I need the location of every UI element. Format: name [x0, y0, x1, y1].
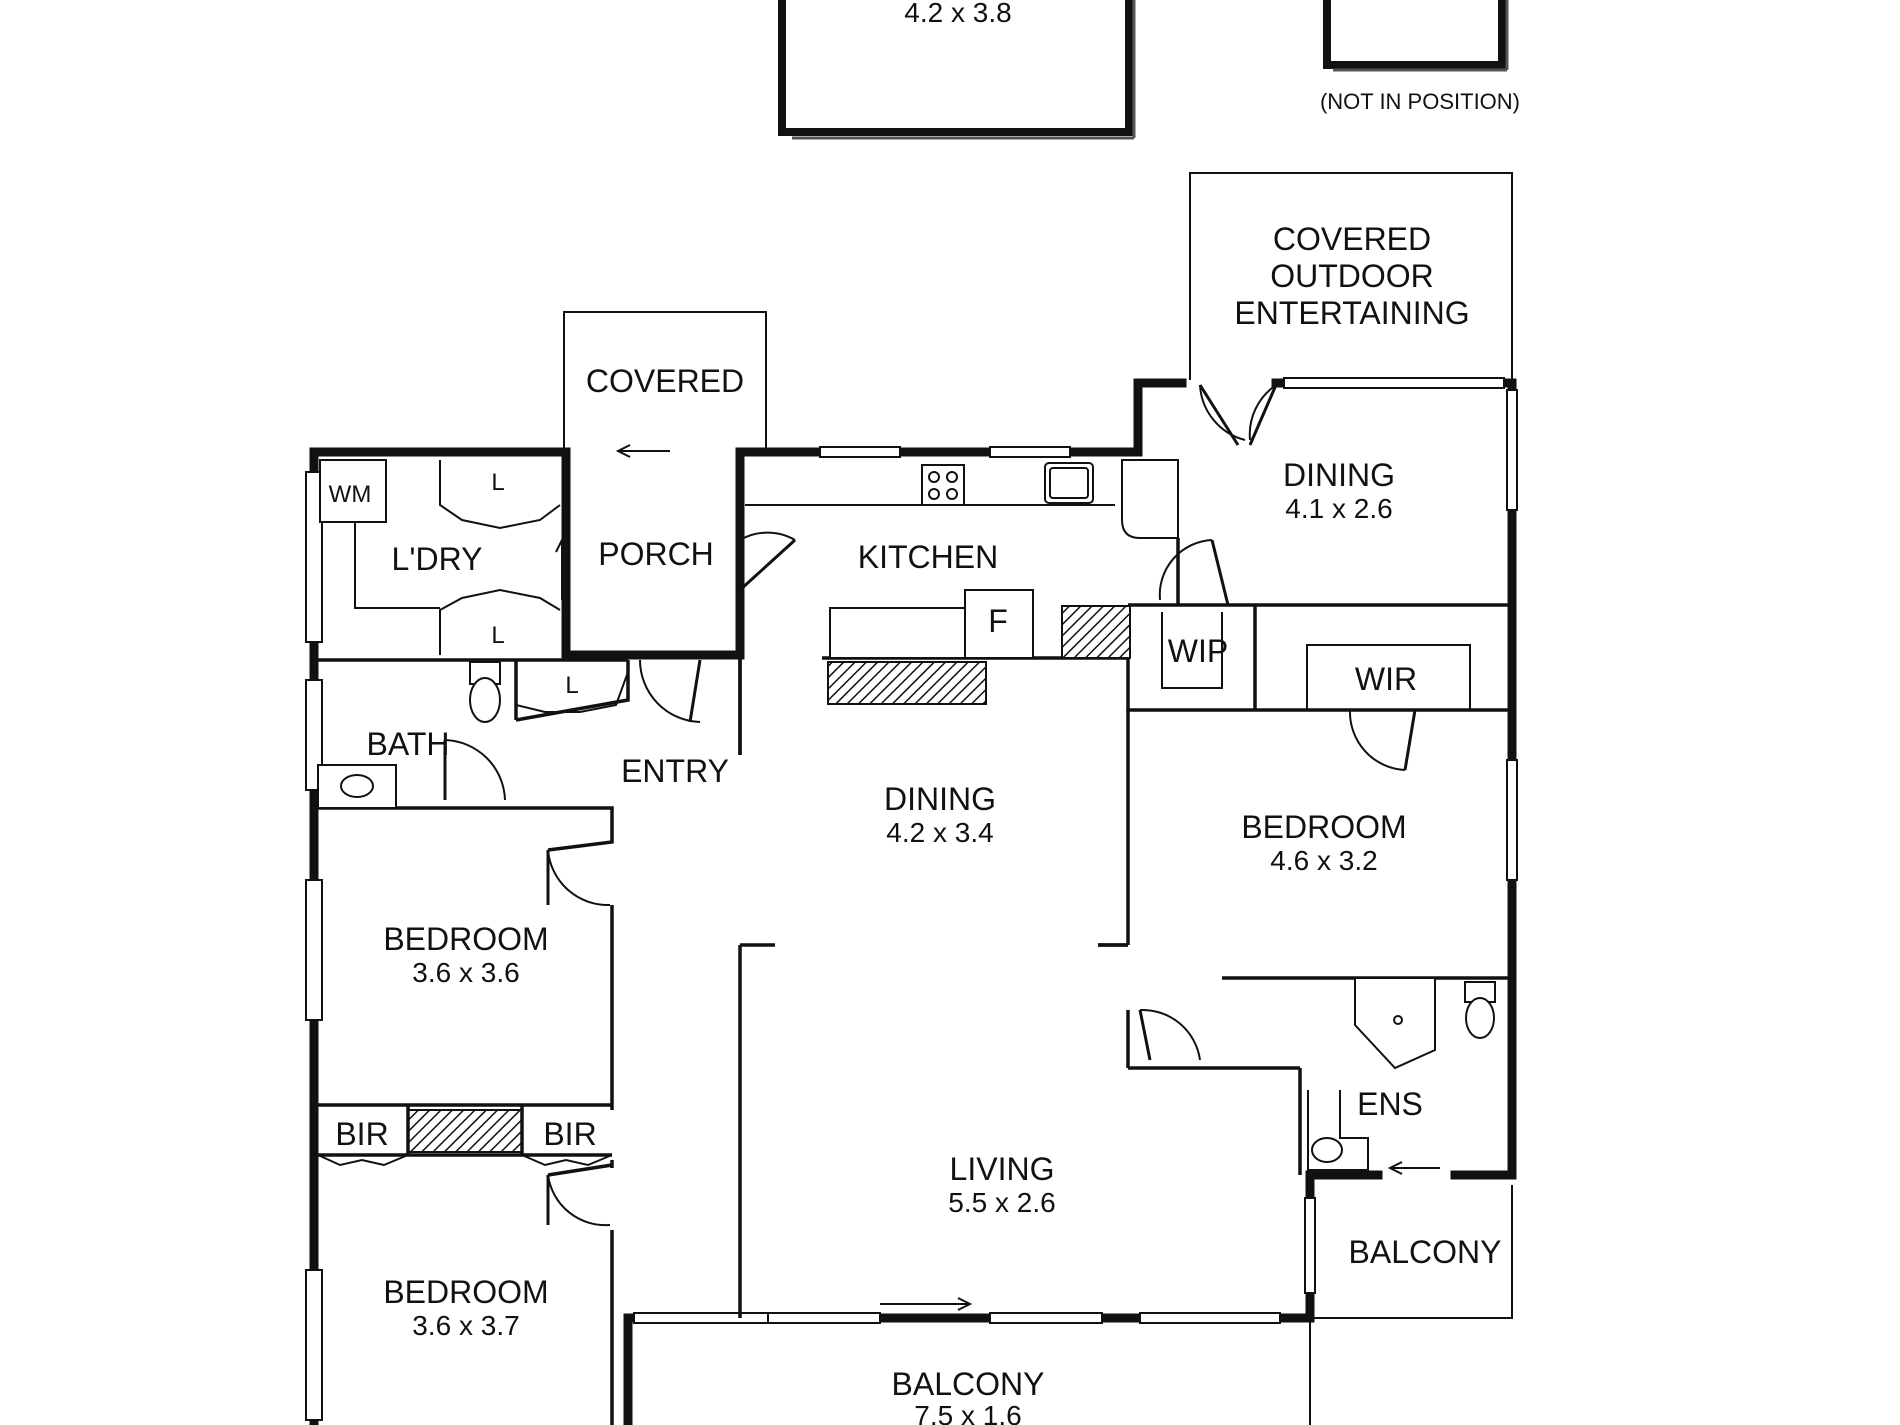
- kitchen-island: [829, 607, 966, 659]
- windows: [305, 377, 1518, 1421]
- covered-label: COVERED: [586, 363, 744, 399]
- laundry-label: L'DRY: [392, 541, 483, 577]
- bath-label: BATH: [367, 726, 450, 762]
- balcony-small-label: BALCONY: [1349, 1234, 1502, 1270]
- entry-label: ENTRY: [621, 753, 729, 789]
- linen-label-top: L: [491, 469, 504, 496]
- bedroom-master-dims: 4.6 x 3.2: [1270, 845, 1377, 876]
- covered-outdoor-label-1: COVERED: [1273, 221, 1431, 257]
- linen-label-bottom: L: [491, 622, 504, 649]
- wip-label: WIP: [1168, 633, 1228, 669]
- bir-label-left: BIR: [335, 1116, 388, 1152]
- bedroom-2-name: BEDROOM: [383, 921, 548, 957]
- not-in-position-note: (NOT IN POSITION): [1320, 89, 1520, 114]
- bir-fixtures: [317, 1105, 613, 1167]
- balcony-main-name: BALCONY: [892, 1366, 1045, 1402]
- covered-porch-roof: [563, 311, 767, 458]
- linen-label-bath: L: [565, 672, 578, 699]
- kitchen-fixtures: [827, 459, 1179, 705]
- balcony-main-dims: 7.5 x 1.6: [914, 1400, 1021, 1425]
- bedroom-3-dims: 3.6 x 3.7: [412, 1310, 519, 1341]
- ensuite-fixtures: [1307, 977, 1496, 1171]
- cooktop: [921, 464, 965, 506]
- dining-rear-dims: 4.1 x 2.6: [1285, 493, 1392, 524]
- porch-label: PORCH: [598, 536, 714, 572]
- fridge: [964, 589, 1034, 659]
- covered-outdoor-label-2: OUTDOOR: [1270, 258, 1434, 294]
- room-labels: 4.2 x 3.8 (NOT IN POSITION) COVERED OUTD…: [329, 0, 1520, 1425]
- shed-structure: [1323, 0, 1509, 72]
- living-dims: 5.5 x 2.6: [948, 1187, 1055, 1218]
- bir-label-right: BIR: [543, 1116, 596, 1152]
- wir-label: WIR: [1355, 661, 1417, 697]
- laundry-fixtures: [319, 459, 629, 713]
- ensuite-label: ENS: [1357, 1086, 1423, 1122]
- wip-wir-fixtures: [1161, 612, 1471, 710]
- bath-fixtures: [317, 661, 501, 809]
- bedroom-master-name: BEDROOM: [1241, 809, 1406, 845]
- living-name: LIVING: [950, 1151, 1055, 1187]
- covered-outdoor-area: [1189, 172, 1513, 380]
- kitchen-label: KITCHEN: [858, 539, 998, 575]
- bedroom-2-dims: 3.6 x 3.6: [412, 957, 519, 988]
- dining-rear-name: DINING: [1283, 457, 1395, 493]
- fridge-label: F: [988, 603, 1008, 639]
- doors: [443, 384, 1417, 1227]
- dining-main-dims: 4.2 x 3.4: [886, 817, 993, 848]
- bedroom-3-name: BEDROOM: [383, 1274, 548, 1310]
- garage-structure: [778, 0, 1136, 140]
- wm-label: WM: [329, 481, 372, 508]
- covered-outdoor-label-3: ENTERTAINING: [1234, 295, 1469, 331]
- top-room-dims: 4.2 x 3.8: [904, 0, 1011, 28]
- dining-main-name: DINING: [884, 781, 996, 817]
